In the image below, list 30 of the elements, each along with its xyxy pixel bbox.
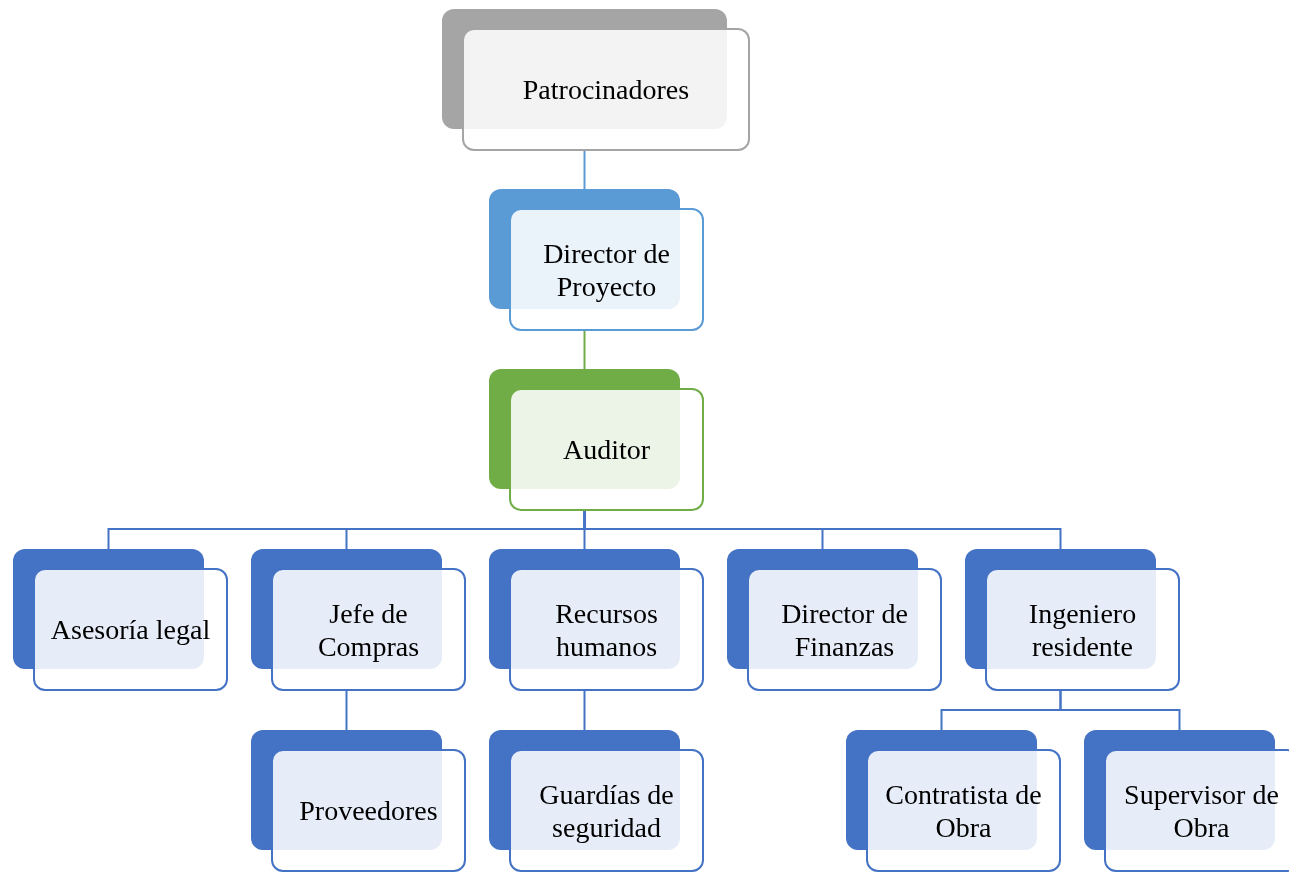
box-label: Contratista de Obra — [884, 777, 1043, 844]
org-chart-box — [442, 9, 750, 151]
org-chart-box — [251, 730, 466, 872]
box-label: Supervisor de Obra — [1123, 777, 1280, 844]
connector-line — [1059, 690, 1181, 731]
connector-line — [583, 330, 586, 370]
box-label: Ingeniero residente — [1027, 596, 1138, 663]
org-chart-box — [251, 549, 466, 691]
org-chart-box — [489, 549, 704, 691]
box-label: Director de Proyecto — [542, 236, 671, 303]
box-label: Asesoría legal — [50, 613, 211, 646]
connector-line — [583, 690, 586, 731]
box-label: Director de Finanzas — [780, 596, 909, 663]
box-label: Patrocinadores — [522, 73, 690, 106]
box-label: Auditor — [562, 433, 651, 466]
org-chart-box — [489, 189, 704, 331]
connector-line — [345, 690, 348, 731]
org-chart-box — [1084, 730, 1289, 872]
connector-line — [583, 150, 586, 190]
box-label: Guardías de seguridad — [538, 777, 675, 844]
box-label: Proveedores — [299, 794, 438, 827]
org-chart-box — [13, 549, 228, 691]
box-label: Jefe de Compras — [316, 596, 421, 663]
connector-line — [583, 510, 1062, 550]
org-chart-box — [489, 730, 704, 872]
org-chart-box — [846, 730, 1061, 872]
box-label: Recursos humanos — [554, 596, 659, 663]
org-chart-box — [965, 549, 1180, 691]
org-chart-box — [489, 369, 704, 511]
org-chart-box — [727, 549, 942, 691]
